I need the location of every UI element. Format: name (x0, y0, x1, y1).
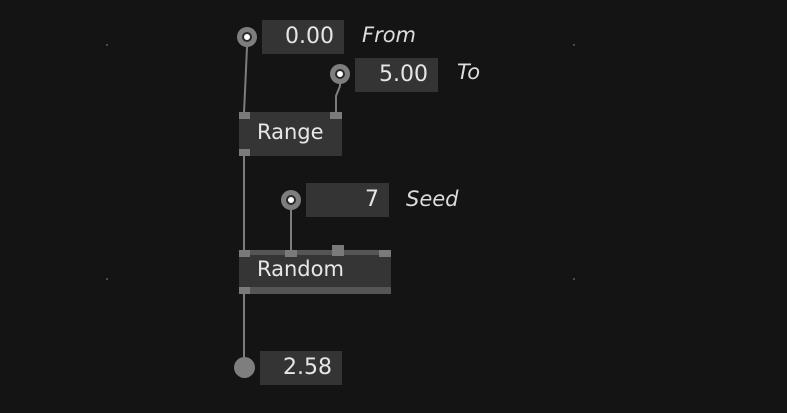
grid-dot (106, 44, 108, 46)
range-node-title: Range (257, 120, 324, 144)
to-value-box[interactable]: 5.00 (355, 58, 438, 92)
from-label: From (362, 23, 417, 47)
range-input-port-from[interactable] (239, 112, 250, 119)
random-input-port-aux[interactable] (332, 245, 344, 256)
from-pin-icon[interactable] (237, 27, 257, 47)
output-pin-icon[interactable] (234, 357, 255, 378)
wire-from-to-range (243, 37, 248, 117)
random-input-port-seed[interactable] (285, 250, 297, 257)
grid-dot (106, 278, 108, 280)
grid-dot (573, 44, 575, 46)
range-node[interactable]: Range (239, 112, 342, 156)
random-node-title: Random (257, 257, 344, 281)
random-output-port[interactable] (239, 287, 250, 294)
random-node[interactable]: Random (239, 245, 391, 294)
random-node-top-bar (239, 250, 391, 255)
random-input-port-range[interactable] (239, 250, 250, 257)
range-output-port[interactable] (239, 149, 250, 156)
seed-value-box[interactable]: 7 (306, 183, 389, 217)
output-value-box: 2.58 (260, 351, 342, 385)
random-input-port-extra[interactable] (379, 250, 391, 257)
to-label: To (457, 60, 481, 84)
to-pin-icon[interactable] (330, 64, 350, 84)
from-value-box[interactable]: 0.00 (262, 20, 344, 54)
range-input-port-to[interactable] (330, 112, 342, 119)
random-node-bottom-bar (239, 287, 391, 294)
grid-dot (573, 278, 575, 280)
seed-label: Seed (406, 187, 459, 211)
seed-pin-icon[interactable] (281, 190, 301, 210)
